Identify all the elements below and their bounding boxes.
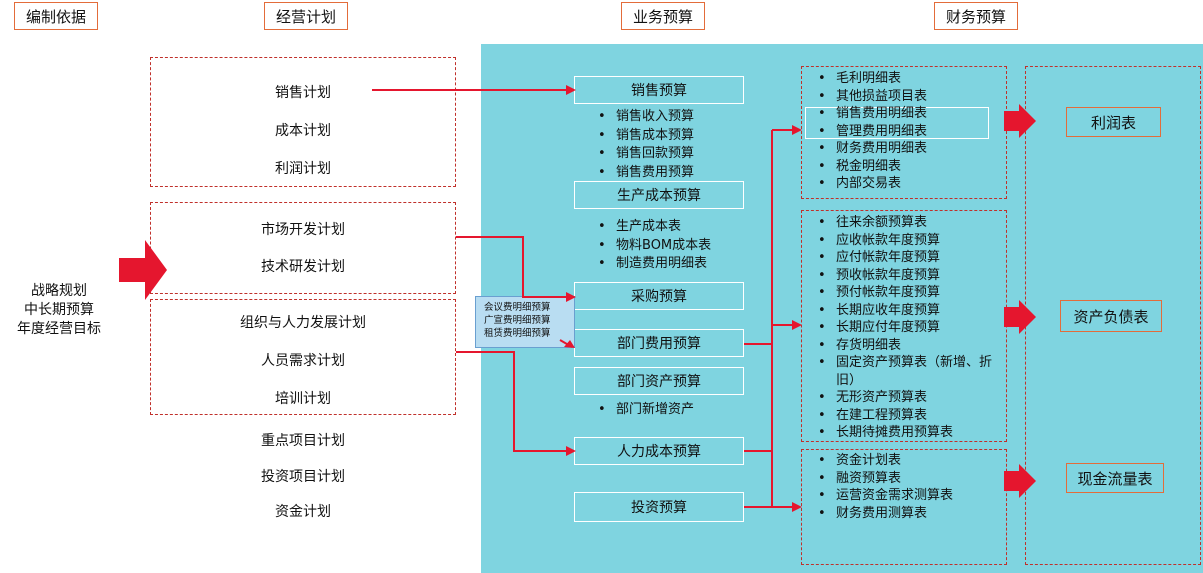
list-item: 销售成本预算 <box>596 127 694 146</box>
basis-item: 战略规划 <box>31 283 87 299</box>
basis-block-arrow <box>119 240 167 300</box>
list-item: 应付帐款年度预算 <box>818 249 998 267</box>
basis-list: 战略规划 中长期预算 年度经营目标 <box>0 282 118 339</box>
arrowhead <box>566 292 576 302</box>
list-item: 管理费用明细表 <box>818 123 1003 141</box>
arrowhead <box>792 125 802 135</box>
balance-block-arrow <box>1004 300 1036 334</box>
plan-item: 市场开发计划 <box>261 222 345 238</box>
list-item: 应收帐款年度预算 <box>818 232 998 250</box>
profit-block-arrow <box>1004 104 1036 138</box>
list-item: 运营资金需求测算表 <box>818 487 1003 505</box>
arrowhead <box>564 340 575 348</box>
list-item: 无形资产预算表 <box>818 389 998 407</box>
list-item: 毛利明细表 <box>818 70 1003 88</box>
profit-statement-box: 利润表 <box>1066 107 1161 137</box>
market-plan-connector <box>456 236 568 298</box>
arrowhead <box>792 320 802 330</box>
dept-asset-budget-box: 部门资产预算 <box>574 367 744 395</box>
note-line: 租赁费明细预算 <box>484 328 551 339</box>
list-item: 其他损益项目表 <box>818 88 1003 106</box>
expense-detail-note: 会议费明细预算 广宣费明细预算 租赁费明细预算 <box>475 296 575 348</box>
list-item: 制造费用明细表 <box>596 255 711 274</box>
list-item: 预收帐款年度预算 <box>818 267 998 285</box>
list-item: 生产成本表 <box>596 218 711 237</box>
basis-item: 中长期预算 <box>24 302 94 318</box>
plan-item: 重点项目计划 <box>261 433 345 449</box>
finance-list-cash: 资金计划表 融资预算表 运营资金需求测算表 财务费用测算表 <box>818 452 1003 522</box>
list-item: 税金明细表 <box>818 158 1003 176</box>
list-item: 销售费用明细表 <box>818 105 1003 123</box>
list-item: 财务费用明细表 <box>818 140 1003 158</box>
plan-item: 投资项目计划 <box>261 469 345 485</box>
finance-group-profit <box>801 66 1007 199</box>
list-item: 长期待摊费用预算表 <box>818 424 998 442</box>
dept-asset-items: 部门新增资产 <box>596 401 694 420</box>
list-item: 销售回款预算 <box>596 145 694 164</box>
investment-budget-box: 投资预算 <box>574 492 744 522</box>
sales-budget-box: 销售预算 <box>574 76 744 104</box>
list-item: 长期应付年度预算 <box>818 319 998 337</box>
list-item: 预付帐款年度预算 <box>818 284 998 302</box>
cashflow-statement-box: 现金流量表 <box>1066 463 1164 493</box>
list-item: 部门新增资产 <box>596 401 694 420</box>
plan-item: 培训计划 <box>275 391 331 407</box>
list-item: 销售费用预算 <box>596 164 694 183</box>
header-finance: 财务预算 <box>934 2 1018 30</box>
list-item: 物料BOM成本表 <box>596 237 711 256</box>
plan-item: 销售计划 <box>275 85 331 101</box>
finance-list-profit: 毛利明细表 其他损益项目表 销售费用明细表 管理费用明细表 财务费用明细表 税金… <box>818 70 1003 193</box>
basis-item: 年度经营目标 <box>17 321 101 337</box>
dept-expense-budget-box: 部门费用预算 <box>574 329 744 357</box>
purchase-budget-box: 采购预算 <box>574 282 744 310</box>
hr-plan-connector <box>456 351 568 452</box>
list-item: 固定资产预算表（新增、折旧） <box>818 354 998 389</box>
list-item: 长期应收年度预算 <box>818 302 998 320</box>
header-business: 业务预算 <box>621 2 705 30</box>
arrowhead <box>792 502 802 512</box>
plan-group-sales <box>150 57 456 187</box>
note-line: 广宣费明细预算 <box>484 315 551 326</box>
list-item: 融资预算表 <box>818 470 1003 488</box>
arrowhead <box>566 85 576 95</box>
plan-group-hr <box>150 299 456 415</box>
plan-item: 成本计划 <box>275 123 331 139</box>
header-basis: 编制依据 <box>14 2 98 30</box>
plan-item: 资金计划 <box>275 504 331 520</box>
production-budget-box: 生产成本预算 <box>574 181 744 209</box>
sales-budget-items: 销售收入预算 销售成本预算 销售回款预算 销售费用预算 <box>596 108 694 182</box>
plan-item: 人员需求计划 <box>261 353 345 369</box>
list-item: 往来余额预算表 <box>818 214 998 232</box>
list-item: 在建工程预算表 <box>818 407 998 425</box>
list-item: 内部交易表 <box>818 175 1003 193</box>
arrowhead <box>566 446 576 456</box>
plan-item: 技术研发计划 <box>261 259 345 275</box>
list-item: 财务费用测算表 <box>818 505 1003 523</box>
cashflow-block-arrow <box>1004 464 1036 498</box>
hr-budget-box: 人力成本预算 <box>574 437 744 465</box>
header-plans: 经营计划 <box>264 2 348 30</box>
production-budget-items: 生产成本表 物料BOM成本表 制造费用明细表 <box>596 218 711 274</box>
list-item: 存货明细表 <box>818 337 998 355</box>
note-line: 会议费明细预算 <box>484 302 551 313</box>
list-item: 销售收入预算 <box>596 108 694 127</box>
balance-sheet-box: 资产负债表 <box>1060 300 1162 332</box>
finance-list-balance: 往来余额预算表 应收帐款年度预算 应付帐款年度预算 预收帐款年度预算 预付帐款年… <box>818 214 998 442</box>
plan-item: 组织与人力发展计划 <box>240 315 366 331</box>
plan-item: 利润计划 <box>275 161 331 177</box>
list-item: 资金计划表 <box>818 452 1003 470</box>
